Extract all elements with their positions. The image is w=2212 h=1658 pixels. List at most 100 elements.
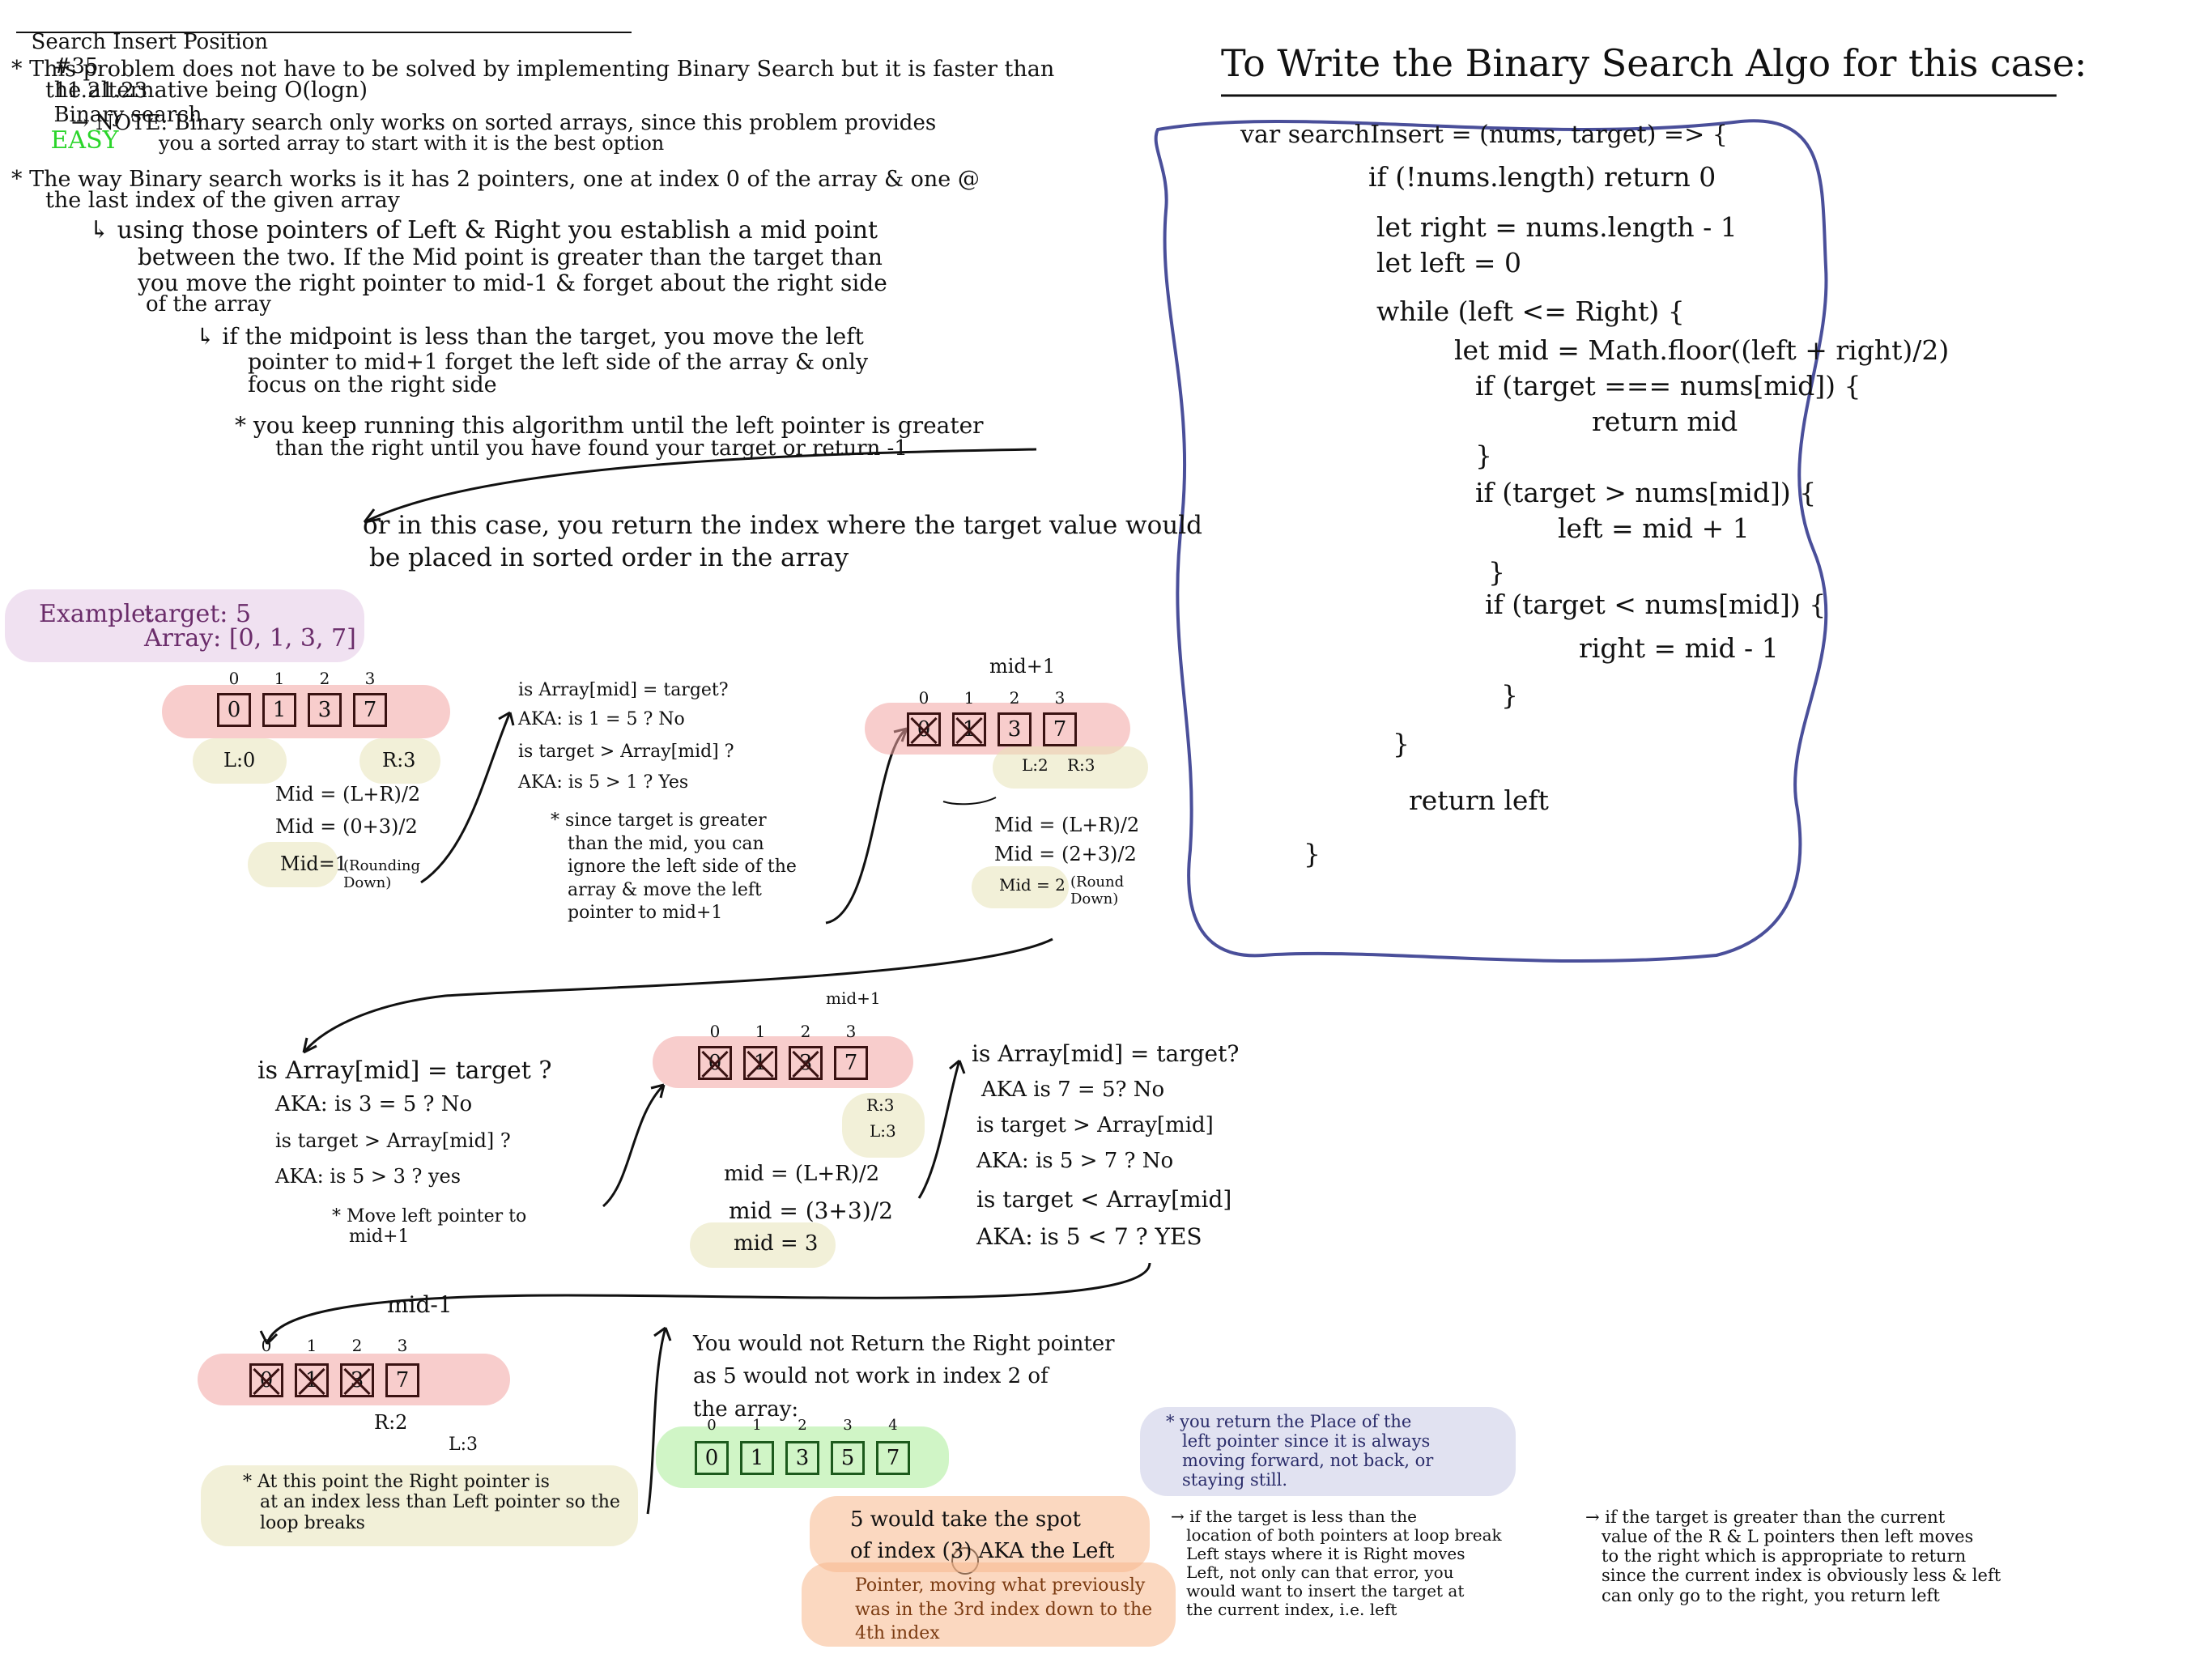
step1-mid-highlight — [248, 842, 338, 887]
array-cell: 0 — [698, 1046, 732, 1080]
header: Search Insert Position #35 11.21.23 Bina… — [18, 6, 269, 155]
code-line: right = mid - 1 — [1579, 632, 1779, 664]
step2-mid-formula-2: Mid = (2+3)/2 — [994, 843, 1137, 865]
bottom-note-2: → if the target is greater than the curr… — [1585, 1507, 2001, 1605]
step1-array-highlight — [162, 685, 450, 738]
orange-highlight-1 — [810, 1496, 1150, 1572]
array-cell: 5 — [831, 1441, 865, 1475]
note-line-4b: between the two. If the Mid point is gre… — [138, 244, 883, 270]
header-topic: Binary search — [53, 102, 202, 127]
step3-answer-1: AKA: is 3 = 5 ? No — [275, 1092, 473, 1116]
step3-note: * Move left pointer to mid+1 — [332, 1206, 527, 1248]
array-cell: 3 — [998, 712, 1032, 746]
code-line: if (target > nums[mid]) { — [1475, 477, 1817, 508]
note-line-6a: * you keep running this algorithm until … — [235, 412, 984, 439]
array-cell: 1 — [740, 1441, 774, 1475]
arrow-notes-to-return — [364, 448, 1037, 524]
note-line-7b: be placed in sorted order in the array — [369, 543, 849, 572]
step2-array: 0 1 3 7 — [907, 712, 1077, 746]
code-line: } — [1393, 728, 1410, 759]
step3-mid-formula-2: mid = (3+3)/2 — [729, 1197, 893, 1224]
arrow-step4-to-final — [646, 1327, 667, 1515]
code-line: } — [1488, 556, 1505, 588]
step1-right-highlight — [359, 738, 440, 784]
step4-array: 0 1 3 7 — [249, 1363, 419, 1397]
step2-pointer-highlight — [993, 746, 1148, 789]
code-line: } — [1475, 440, 1492, 471]
orange-note-2: Pointer, moving what previously was in t… — [855, 1575, 1153, 1644]
array-cell: 7 — [834, 1046, 868, 1080]
note-line-1a: * This problem does not have to be solve… — [11, 57, 1055, 82]
code-line: let right = nums.length - 1 — [1376, 211, 1738, 243]
arrow-l-to-step2 — [942, 797, 997, 806]
array-cell: 3 — [785, 1441, 819, 1475]
step2-mid-formula-1: Mid = (L+R)/2 — [994, 814, 1140, 836]
step4-left-pointer: L:3 — [449, 1435, 479, 1455]
orange-highlight-2 — [802, 1562, 1176, 1647]
step2-left-pointer: L:2 — [1022, 755, 1049, 775]
code-line: return left — [1409, 784, 1549, 816]
bottom-note-1: → if the target is less than the locatio… — [1171, 1507, 1502, 1619]
step3-pointer-highlight — [842, 1093, 925, 1158]
arrow-step3-q-to-array — [602, 1083, 666, 1208]
header-number: #35 — [53, 53, 99, 79]
step2-mid-label: mid+1 — [989, 655, 1056, 678]
array-cell: 0 — [907, 712, 941, 746]
final-text: You would not Return the Right pointer a… — [693, 1332, 1115, 1422]
array-cell: 7 — [385, 1363, 419, 1397]
step1-answer-2: AKA: is 5 > 1 ? Yes — [518, 772, 689, 793]
step4-note: * At this point the Right pointer is at … — [243, 1472, 620, 1533]
arrow-step3-to-step4 — [266, 1262, 1151, 1345]
note-line-4d: of the array — [146, 292, 271, 317]
step1-rounding: (Rounding Down) — [343, 857, 420, 891]
note-line-5b: pointer to mid+1 forget the left side of… — [248, 350, 869, 375]
note-line-5c: focus on the right side — [248, 372, 497, 397]
example-label: Example: — [39, 600, 154, 628]
code-line: left = mid + 1 — [1558, 512, 1750, 544]
step1-question-1: is Array[mid] = target? — [518, 680, 729, 700]
step3-mid-formula-1: mid = (L+R)/2 — [724, 1162, 880, 1186]
note-line-3a: * The way Binary search works is it has … — [11, 167, 980, 192]
example-array: Array: [0, 1, 3, 7] — [144, 624, 356, 653]
step1-mid-formula-2: Mid = (0+3)/2 — [275, 815, 418, 838]
code-line: var searchInsert = (nums, target) => { — [1240, 121, 1728, 149]
step1-mid-result: Mid=1 — [280, 852, 347, 875]
step1-question-2: is target > Array[mid] ? — [518, 742, 734, 762]
code-line: if (!nums.length) return 0 — [1368, 161, 1716, 193]
step3-right-pointer: R:3 — [866, 1095, 895, 1115]
code-frame-border — [1154, 119, 1828, 963]
array-cell: 0 — [695, 1441, 729, 1475]
array-cell: 0 — [217, 693, 251, 727]
code-line: let left = 0 — [1376, 247, 1522, 278]
step3-answer-3: AKA is 7 = 5? No — [981, 1078, 1165, 1102]
final-array: 0 1 3 5 7 — [695, 1441, 910, 1475]
step3-answer-2: AKA: is 5 > 3 ? yes — [275, 1165, 462, 1188]
step3-question-3: is Array[mid] = target? — [972, 1040, 1240, 1067]
step3-answer-5: AKA: is 5 < 7 ? YES — [976, 1223, 1202, 1250]
note-line-5a: ↳ if the midpoint is less than the targe… — [196, 323, 864, 350]
step1-array: 0 1 3 7 — [217, 693, 387, 727]
step1-note: * since target is greater than the mid, … — [551, 810, 797, 924]
step3-question-4: is target > Array[mid] — [976, 1113, 1214, 1137]
lavender-note: * you return the Place of the left point… — [1166, 1412, 1434, 1490]
code-line: if (target < nums[mid]) { — [1485, 589, 1827, 620]
step3-question-2: is target > Array[mid] ? — [275, 1129, 511, 1152]
code-title: To Write the Binary Search Algo for this… — [1221, 41, 2087, 85]
arrow-q-to-step2 — [825, 727, 908, 925]
array-cell: 3 — [340, 1363, 374, 1397]
step4-right-pointer: R:2 — [374, 1411, 408, 1434]
orange-note-1: 5 would take the spot of index (3) AKA t… — [850, 1507, 1115, 1563]
array-cell: 1 — [295, 1363, 329, 1397]
step2-mid-result: Mid = 2 — [999, 875, 1066, 895]
note-line-4c: you move the right pointer to mid-1 & fo… — [138, 270, 887, 296]
header-title: Search Insert Position — [31, 29, 269, 54]
step4-mid-label: mid-1 — [387, 1291, 453, 1318]
final-array-highlight — [656, 1426, 949, 1488]
note-line-6b: than the right until you have found your… — [275, 436, 908, 461]
lavender-highlight — [1140, 1407, 1516, 1496]
array-cell: 1 — [952, 712, 986, 746]
step3-array: 0 1 3 7 — [698, 1046, 868, 1080]
